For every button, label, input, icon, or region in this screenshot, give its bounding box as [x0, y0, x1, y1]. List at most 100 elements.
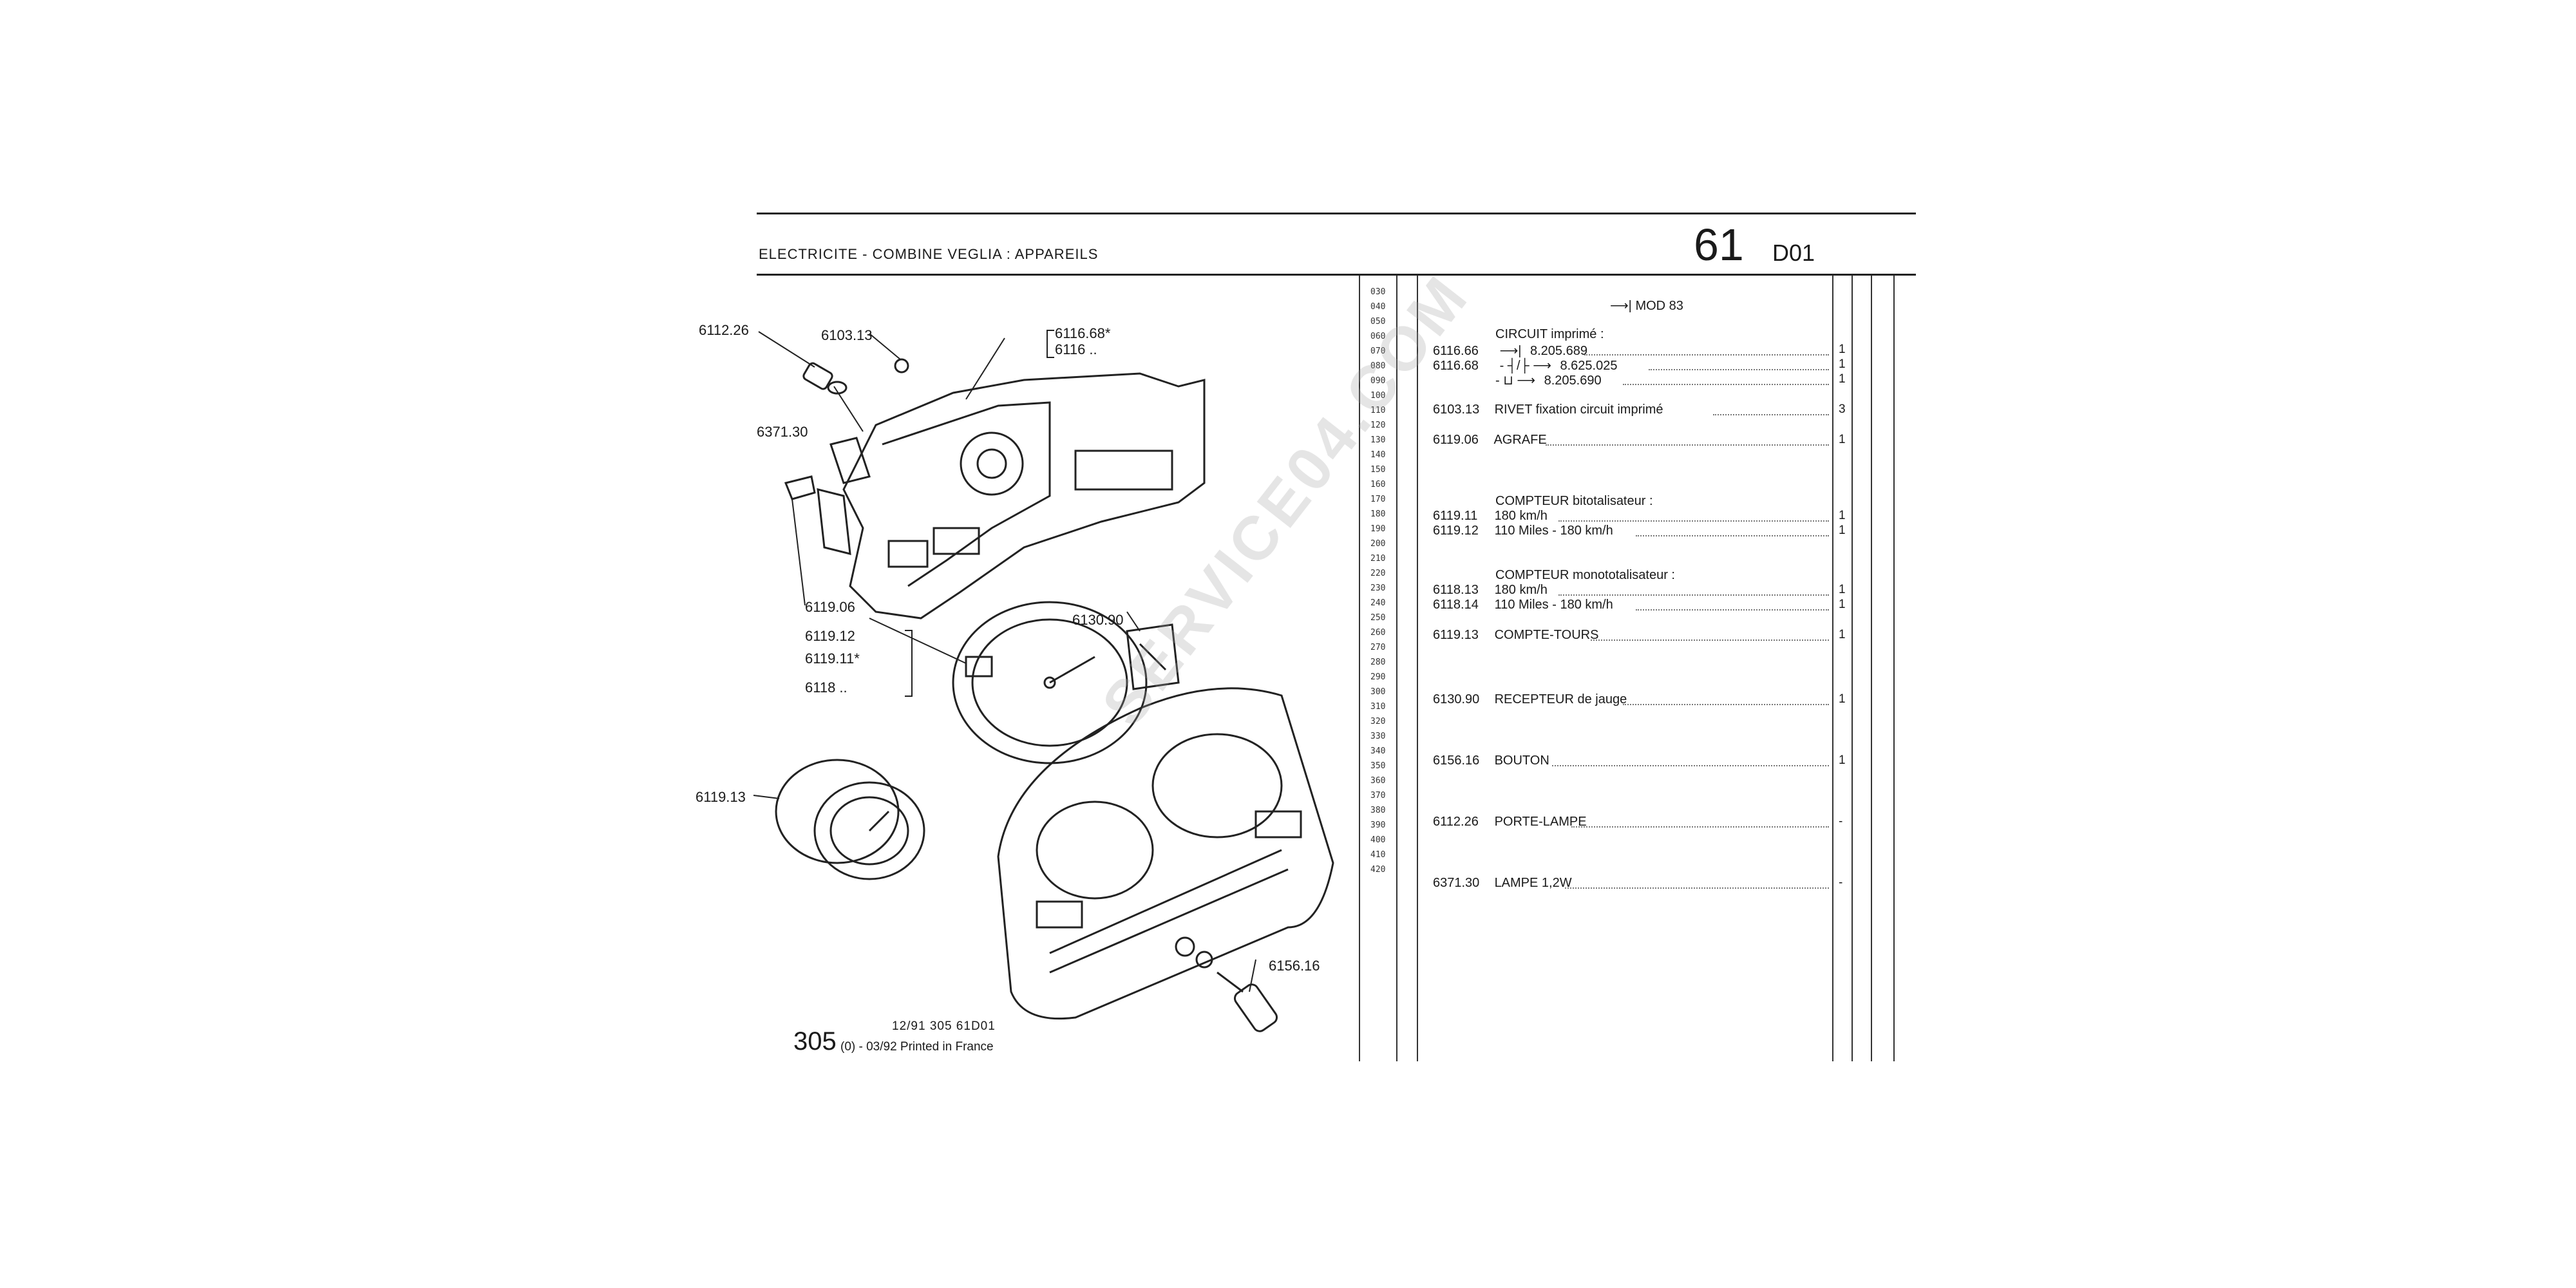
callout-label: 6118 ..: [805, 679, 848, 696]
leader-dots: [1649, 369, 1829, 370]
leader-dots: [1571, 826, 1829, 828]
callout-label: 6112.26: [699, 322, 749, 338]
part-ref: 6116.68: [1433, 359, 1479, 373]
line-number: 270: [1370, 643, 1386, 652]
instrument-panel-drawing: [997, 687, 1334, 1020]
part-desc: 110 Miles - 180 km/h: [1494, 524, 1613, 538]
part-qty: -: [1839, 876, 1843, 889]
line-number: 390: [1370, 820, 1386, 830]
line-number: 420: [1370, 865, 1386, 875]
parts-row: 6112.26 PORTE-LAMPE: [1433, 815, 1587, 829]
part-ref: 6118.14: [1433, 598, 1479, 612]
part-desc: BOUTON: [1494, 753, 1549, 768]
part-qty: 1: [1839, 583, 1846, 596]
part-desc: COMPTE-TOURS: [1494, 628, 1599, 642]
footer-ref: 12/91 305 61D01: [892, 1019, 996, 1033]
part-qty: 3: [1839, 402, 1846, 416]
leader-dots: [1558, 594, 1829, 596]
parts-row: 6116.66 ⟶| 8.205.689: [1433, 343, 1587, 359]
parts-row: 6371.30 LAMPE 1,2W: [1433, 876, 1572, 891]
callout-label: 6119.12: [805, 628, 855, 644]
header-bottom-rule: [757, 274, 1916, 276]
page-number: 305: [793, 1027, 837, 1056]
parts-row: 6119.13 COMPTE-TOURS: [1433, 628, 1598, 643]
line-number: 220: [1370, 569, 1386, 578]
line-number: 110: [1370, 406, 1386, 415]
part-qty: 1: [1839, 524, 1846, 537]
bulb-holder-drawing: [802, 362, 848, 395]
column-rule: [1852, 276, 1853, 1061]
part-desc: RIVET fixation circuit imprimé: [1494, 402, 1663, 417]
leader-dots: [1713, 414, 1829, 415]
leader-dots: [1636, 609, 1829, 611]
line-number: 050: [1370, 317, 1386, 327]
line-number: 080: [1370, 361, 1386, 371]
model-marker: ⟶| MOD 83: [1610, 298, 1683, 314]
line-number: 190: [1370, 524, 1386, 534]
part-qty: 1: [1839, 357, 1846, 371]
section-heading: COMPTEUR bitotalisateur :: [1495, 494, 1653, 508]
line-number: 260: [1370, 628, 1386, 638]
leader-dots: [1591, 639, 1829, 641]
line-number: 410: [1370, 850, 1386, 860]
leader-dots: [1565, 887, 1829, 889]
part-ref: 6156.16: [1433, 753, 1480, 768]
part-desc: PORTE-LAMPE: [1494, 815, 1587, 829]
part-qty: -: [1839, 815, 1843, 828]
parts-row: 6103.13 RIVET fixation circuit imprimé: [1433, 402, 1663, 417]
tachometer-drawing: [775, 759, 925, 880]
callout-label: 6116 ..: [1055, 341, 1097, 357]
line-number: 320: [1370, 717, 1386, 726]
line-number: 310: [1370, 702, 1386, 712]
section-heading: COMPTEUR monototalisateur :: [1495, 568, 1675, 582]
parts-row: 6119.06 AGRAFE: [1433, 433, 1547, 448]
variant-icon: - ⊔ ⟶: [1495, 374, 1536, 388]
part-qty: 1: [1839, 343, 1846, 356]
part-ref: 6119.06: [1433, 433, 1479, 447]
leader-dots: [1552, 765, 1829, 766]
part-desc: 180 km/h: [1494, 509, 1548, 523]
part-ref: 6119.12: [1433, 524, 1479, 538]
callout-label: 6103.13: [821, 327, 873, 343]
line-number: 200: [1370, 539, 1386, 549]
part-ref: 6119.13: [1433, 628, 1479, 642]
part-desc: 110 Miles - 180 km/h: [1494, 598, 1613, 612]
line-number: 160: [1370, 480, 1386, 489]
part-qty: 1: [1839, 628, 1846, 641]
leader-dots: [1584, 354, 1829, 355]
leader-dots: [1636, 535, 1829, 536]
page-title: ELECTRICITE - COMBINE VEGLIA : APPAREILS: [759, 246, 1099, 262]
line-number: 340: [1370, 746, 1386, 756]
exploded-diagram: [753, 331, 1334, 1032]
callout-label: 6119.06: [805, 599, 855, 615]
arrow-right-bar-icon: ⟶|: [1610, 299, 1632, 313]
part-ref: 6116.66: [1433, 344, 1479, 358]
clip-drawing: [784, 475, 816, 500]
line-number: 330: [1370, 732, 1386, 741]
part-qty: 1: [1839, 753, 1846, 767]
callout-label: 6116.68*: [1055, 325, 1111, 341]
parts-row: 6156.16 BOUTON: [1433, 753, 1549, 768]
column-rule: [1417, 276, 1418, 1061]
gauge-receiver-drawing: [1126, 623, 1180, 690]
header-top-rule: [757, 213, 1916, 214]
section-heading: CIRCUIT imprimé :: [1495, 327, 1604, 341]
knob-drawing: [1175, 936, 1278, 1032]
parts-row: 6118.14 110 Miles - 180 km/h: [1433, 598, 1613, 612]
line-number: 040: [1370, 302, 1386, 312]
line-number: 240: [1370, 598, 1386, 608]
column-rule: [1832, 276, 1833, 1061]
callout-bracket: [1046, 330, 1054, 358]
parts-row: 6116.68 - ┤/├ ⟶ 8.625.025: [1433, 357, 1617, 374]
line-number: 120: [1370, 421, 1386, 430]
column-rule: [1396, 276, 1397, 1061]
line-number: 100: [1370, 391, 1386, 401]
part-desc: 8.205.689: [1530, 344, 1587, 358]
callout-label: 6371.30: [757, 424, 808, 440]
line-number: 380: [1370, 806, 1386, 815]
circuit-housing-drawing: [817, 372, 1206, 620]
line-number: 250: [1370, 613, 1386, 623]
part-ref: 6112.26: [1433, 815, 1479, 829]
column-rule: [1359, 276, 1360, 1061]
line-number: 060: [1370, 332, 1386, 341]
